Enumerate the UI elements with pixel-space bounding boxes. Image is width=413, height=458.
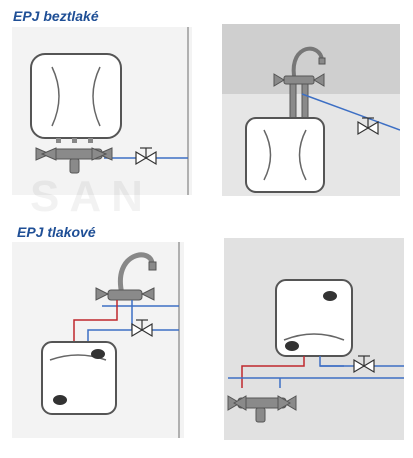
- water-heater-icon: [275, 279, 353, 357]
- faucet-icon: [273, 46, 326, 119]
- water-heater-icon: [41, 341, 117, 415]
- shutoff-valve-icon: [357, 117, 379, 136]
- section-title-pressurized: EPJ tlakové: [17, 224, 96, 240]
- water-heater-icon: [30, 53, 122, 143]
- diagram-over-sink-unpressurized: [222, 24, 400, 196]
- mixer-tap-icon: [35, 147, 113, 174]
- diagram-under-sink-unpressurized: [12, 27, 192, 195]
- shutoff-valve-icon: [353, 355, 375, 374]
- diagram-over-sink-pressurized: [224, 238, 404, 440]
- section-title-unpressurized: EPJ beztlaké: [13, 8, 99, 24]
- faucet-icon: [95, 252, 157, 301]
- shutoff-valve-icon: [131, 319, 153, 338]
- diagram-under-sink-pressurized: [12, 242, 184, 438]
- mixer-tap-icon: [227, 395, 297, 423]
- water-heater-icon: [245, 117, 325, 193]
- shutoff-valve-icon: [135, 147, 157, 166]
